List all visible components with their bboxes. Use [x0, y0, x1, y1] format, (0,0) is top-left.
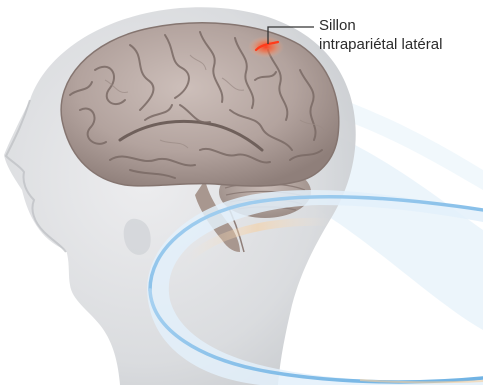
- callout-label-line1: Sillon: [319, 16, 483, 35]
- highlight-region: [248, 36, 284, 58]
- callout-label: Sillon intrapariétal latéral: [319, 16, 483, 54]
- cerebrum: [61, 23, 339, 186]
- callout-label-line2: intrapariétal latéral: [319, 35, 483, 54]
